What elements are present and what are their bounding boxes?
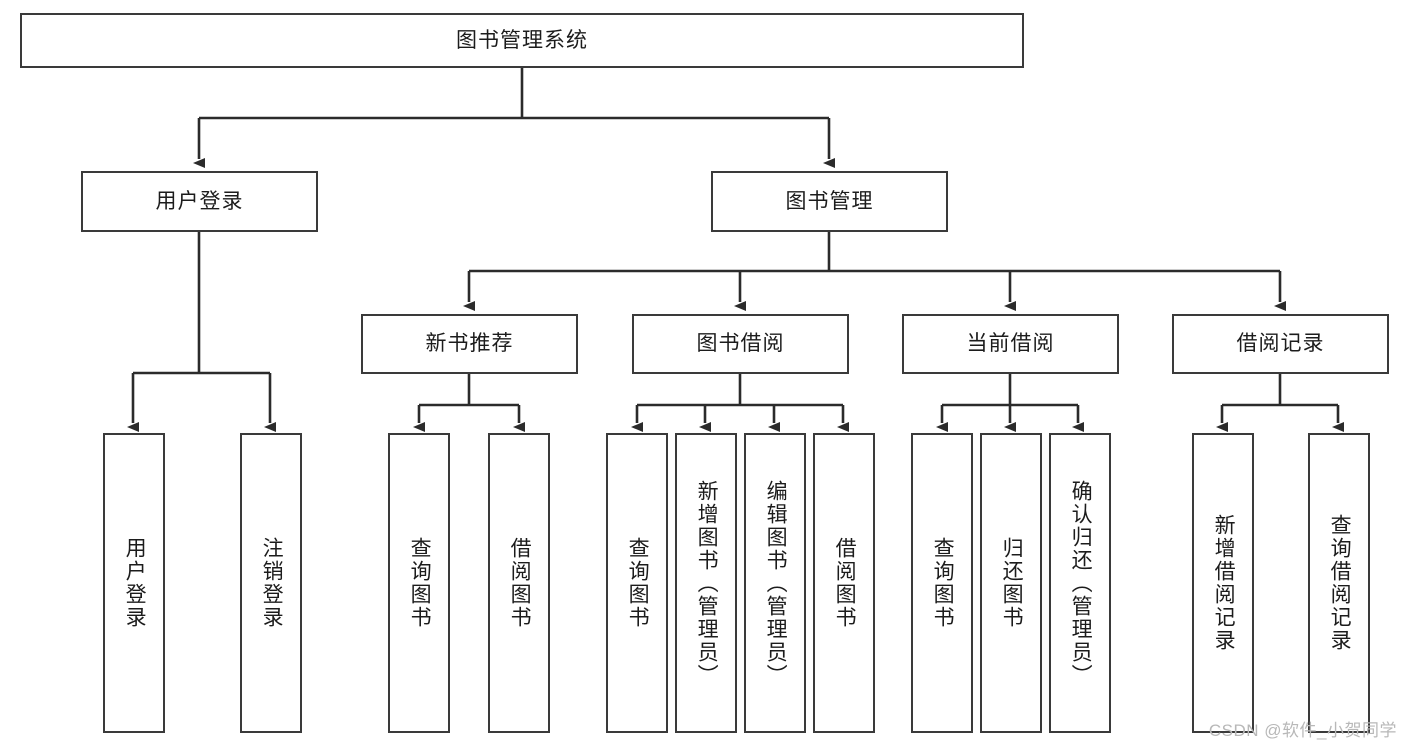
node-borrow-record-label: 借阅记录 — [1236, 332, 1325, 356]
node-leaf-query-book-2-label: 查询图书 — [626, 537, 650, 629]
node-current-borrow-label: 当前借阅 — [966, 332, 1055, 356]
node-leaf-user-login-label: 用户登录 — [123, 537, 147, 629]
node-leaf-borrow-book-2-label: 借阅图书 — [833, 537, 857, 629]
node-leaf-logout-label: 注销登录 — [260, 537, 284, 629]
node-leaf-borrow-book-1-label: 借阅图书 — [508, 537, 532, 629]
node-current-borrow[interactable]: 当前借阅 — [902, 314, 1119, 374]
node-leaf-logout[interactable]: 注销登录 — [240, 433, 302, 733]
node-leaf-query-record-label: 查询借阅记录 — [1328, 514, 1352, 652]
node-leaf-borrow-book-2[interactable]: 借阅图书 — [813, 433, 875, 733]
node-leaf-confirm-return-label: 确认归还（管理员） — [1069, 479, 1093, 687]
node-root-label: 图书管理系统 — [456, 28, 588, 52]
node-new-book-rec-label: 新书推荐 — [425, 332, 514, 356]
node-user-login[interactable]: 用户登录 — [81, 171, 318, 232]
node-leaf-borrow-book-1[interactable]: 借阅图书 — [488, 433, 550, 733]
node-book-borrow[interactable]: 图书借阅 — [632, 314, 849, 374]
node-leaf-add-record[interactable]: 新增借阅记录 — [1192, 433, 1254, 733]
node-book-borrow-label: 图书借阅 — [696, 332, 785, 356]
node-new-book-rec[interactable]: 新书推荐 — [361, 314, 578, 374]
node-leaf-user-login[interactable]: 用户登录 — [103, 433, 165, 733]
node-leaf-return-book-label: 归还图书 — [1000, 537, 1024, 629]
node-leaf-query-book-1-label: 查询图书 — [408, 537, 432, 629]
node-leaf-add-book[interactable]: 新增图书（管理员） — [675, 433, 737, 733]
node-leaf-query-book-3[interactable]: 查询图书 — [911, 433, 973, 733]
node-leaf-confirm-return[interactable]: 确认归还（管理员） — [1049, 433, 1111, 733]
node-book-manage[interactable]: 图书管理 — [711, 171, 948, 232]
node-leaf-add-book-label: 新增图书（管理员） — [695, 479, 719, 687]
node-user-login-label: 用户登录 — [155, 189, 244, 213]
node-leaf-edit-book-label: 编辑图书（管理员） — [764, 479, 788, 687]
node-leaf-query-book-2[interactable]: 查询图书 — [606, 433, 668, 733]
node-leaf-query-record[interactable]: 查询借阅记录 — [1308, 433, 1370, 733]
node-leaf-edit-book[interactable]: 编辑图书（管理员） — [744, 433, 806, 733]
node-leaf-return-book[interactable]: 归还图书 — [980, 433, 1042, 733]
node-borrow-record[interactable]: 借阅记录 — [1172, 314, 1389, 374]
node-leaf-add-record-label: 新增借阅记录 — [1212, 514, 1236, 652]
node-leaf-query-book-1[interactable]: 查询图书 — [388, 433, 450, 733]
node-book-manage-label: 图书管理 — [785, 189, 874, 213]
watermark: CSDN @软件_小贺同学 — [1208, 721, 1397, 740]
node-leaf-query-book-3-label: 查询图书 — [931, 537, 955, 629]
node-root[interactable]: 图书管理系统 — [20, 13, 1024, 68]
